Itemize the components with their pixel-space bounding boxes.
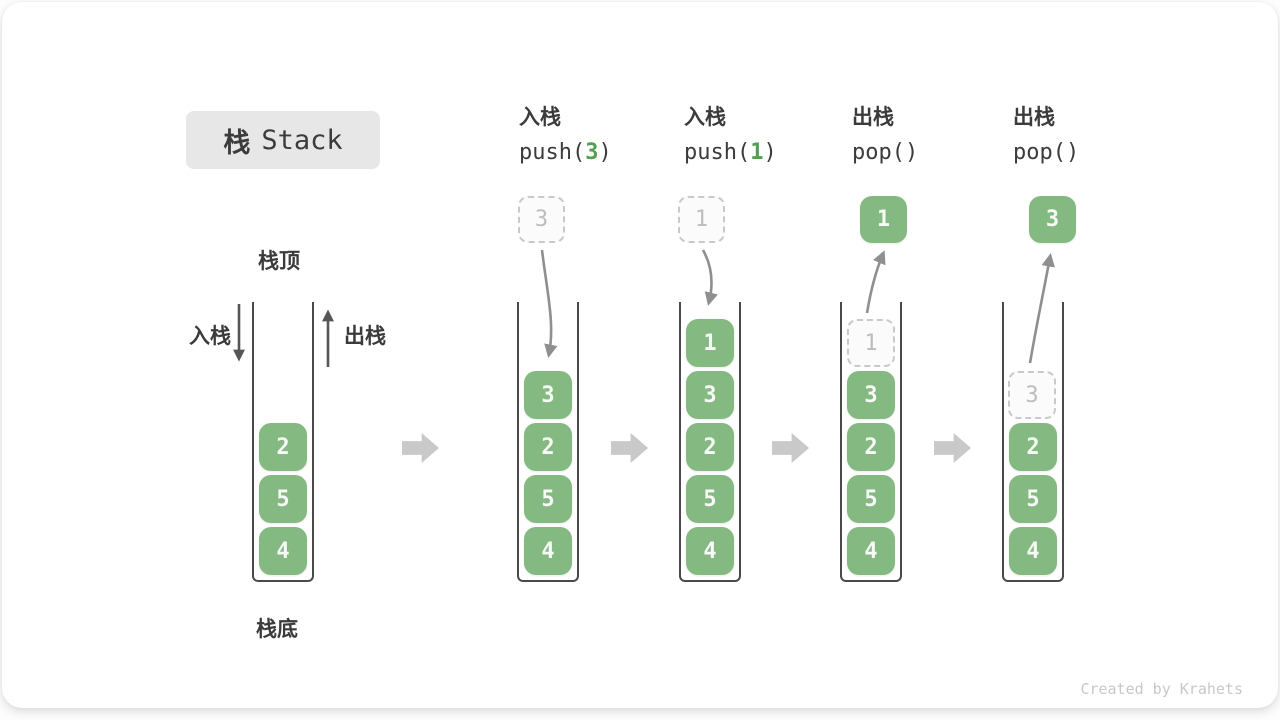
op-arg: 3 — [585, 140, 599, 165]
stack-cell: 5 — [259, 475, 307, 523]
stack-cell: 5 — [1009, 475, 1057, 523]
op-call-label: push(1) — [684, 140, 777, 165]
op-header-push-1: 入栈 push(1) — [684, 102, 777, 170]
title-badge: 栈 Stack — [186, 111, 380, 169]
label-stack-top: 栈顶 — [258, 249, 300, 273]
stack-cell: 4 — [524, 527, 572, 575]
op-call-label: pop() — [1013, 140, 1080, 165]
op-header-pop-1: 出栈 pop() — [852, 102, 918, 170]
stack-cell: 4 — [686, 527, 734, 575]
stack-cell: 3 — [847, 371, 895, 419]
label-pop: 出栈 — [344, 324, 386, 348]
stack-cell: 5 — [524, 475, 572, 523]
op-action-label: 出栈 — [852, 105, 894, 129]
stack-cell: 2 — [847, 423, 895, 471]
stack-cell: 2 — [524, 423, 572, 471]
diagram-card — [2, 2, 1278, 708]
op-call-label: pop() — [852, 140, 919, 165]
floating-value-dashed: 1 — [678, 196, 725, 243]
title-en: Stack — [261, 124, 343, 156]
op-call-label: push(3) — [519, 140, 612, 165]
watermark: Created by Krahets — [1080, 680, 1243, 698]
title-zh: 栈 — [223, 127, 251, 159]
stack-cell: 3 — [524, 371, 572, 419]
stack-cell: 2 — [1009, 423, 1057, 471]
op-action-label: 入栈 — [519, 105, 561, 129]
label-push: 入栈 — [189, 324, 231, 348]
stack-cell: 2 — [686, 423, 734, 471]
op-action-label: 出栈 — [1013, 105, 1055, 129]
stack-cell: 4 — [1009, 527, 1057, 575]
stack-cell-ghost: 3 — [1008, 371, 1056, 419]
op-header-pop-3: 出栈 pop() — [1013, 102, 1079, 170]
label-stack-bottom: 栈底 — [256, 617, 298, 641]
stack-cell: 3 — [686, 371, 734, 419]
floating-value-solid: 3 — [1029, 196, 1076, 243]
op-arg: 1 — [750, 140, 764, 165]
op-header-push-3: 入栈 push(3) — [519, 102, 612, 170]
op-action-label: 入栈 — [684, 105, 726, 129]
stack-cell: 5 — [686, 475, 734, 523]
stack-cell: 2 — [259, 423, 307, 471]
stack-cell: 4 — [847, 527, 895, 575]
stack-cell: 4 — [259, 527, 307, 575]
floating-value-dashed: 3 — [518, 196, 565, 243]
stack-cell-ghost: 1 — [847, 319, 895, 367]
stack-cell: 5 — [847, 475, 895, 523]
floating-value-solid: 1 — [860, 196, 907, 243]
stack-cell: 1 — [686, 319, 734, 367]
